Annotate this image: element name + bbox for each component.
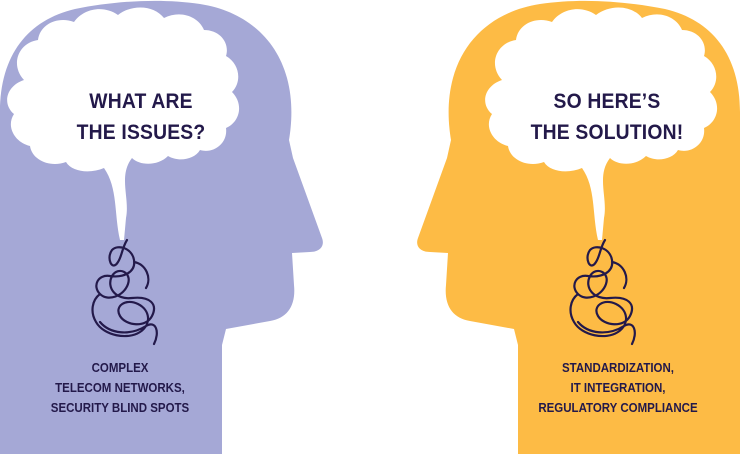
left-caption-line-1: COMPLEX bbox=[91, 361, 149, 375]
left-brain-question: WHAT ARE THE ISSUES? bbox=[44, 86, 237, 148]
right-caption: STANDARDIZATION, IT INTEGRATION, REGULAT… bbox=[517, 358, 719, 418]
left-caption: COMPLEX TELECOM NETWORKS, SECURITY BLIND… bbox=[19, 358, 221, 418]
right-caption-line-1: STANDARDIZATION, bbox=[561, 361, 675, 375]
left-caption-line-2: TELECOM NETWORKS, bbox=[55, 381, 185, 395]
left-caption-line-3: SECURITY BLIND SPOTS bbox=[50, 401, 190, 415]
right-brain-answer: SO HERE’S THE SOLUTION! bbox=[510, 86, 703, 148]
left-brain-line-1: WHAT ARE bbox=[89, 90, 193, 113]
right-brain-line-2: THE SOLUTION! bbox=[530, 121, 684, 144]
right-caption-line-2: IT INTEGRATION, bbox=[570, 381, 666, 395]
right-brain-line-1: SO HERE’S bbox=[553, 90, 661, 113]
left-brain-line-2: THE ISSUES? bbox=[76, 121, 206, 144]
right-caption-line-3: REGULATORY COMPLIANCE bbox=[538, 401, 698, 415]
